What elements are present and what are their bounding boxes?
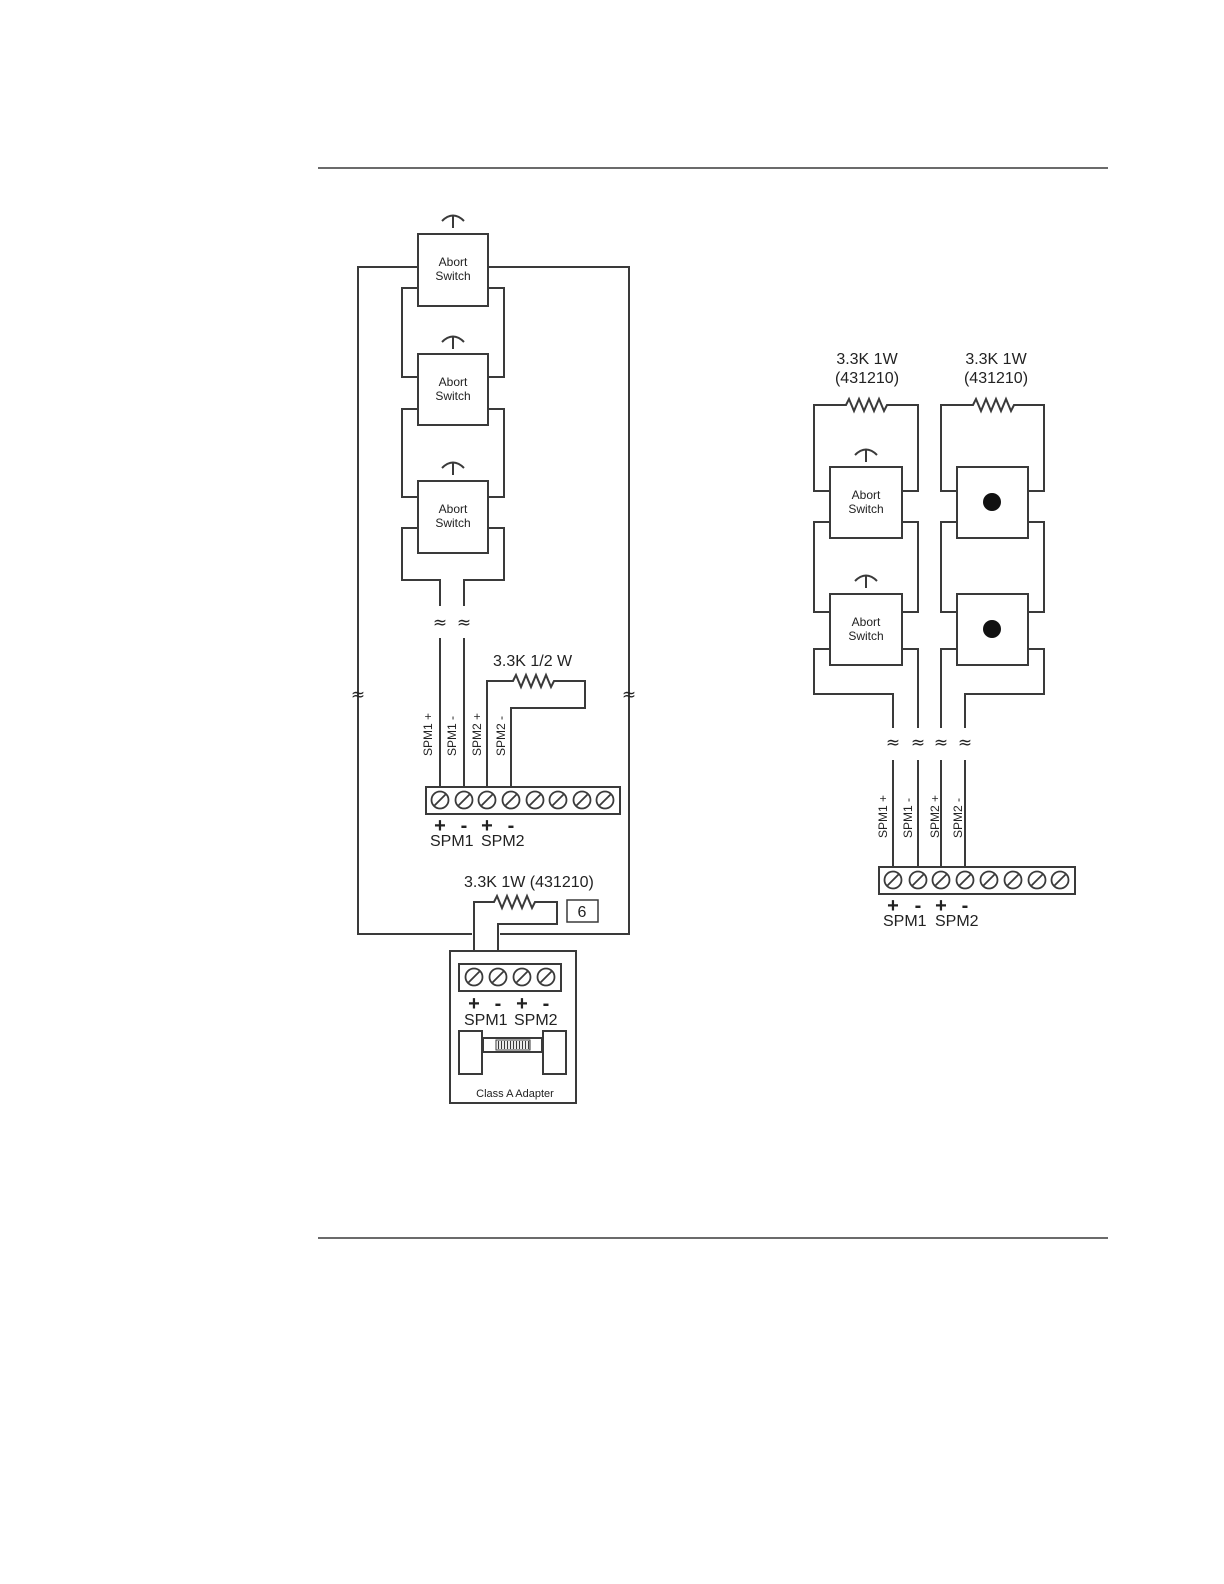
wire-label-spm1-minus: SPM1 - [901, 798, 915, 838]
abort-switch-label: Switch [848, 629, 883, 643]
wire-label-spm1-plus: SPM1 + [876, 795, 890, 838]
wire-break-icon: ≈ [958, 733, 972, 753]
class-a-abort-circuit: 3.3K 1/2 W Abort Switch Abort Switch Abo… [351, 215, 636, 1103]
wire-label-spm1-plus: SPM1 + [421, 713, 435, 756]
abort-switch-label: Abort [439, 502, 468, 516]
adapter-label-spm2: SPM2 [514, 1012, 558, 1029]
terminal-block-right [879, 867, 1075, 894]
wire-label-spm2-minus: SPM2 - [494, 716, 508, 756]
terminal-label-spm2: SPM2 [935, 913, 979, 930]
abort-switch-label: Abort [852, 488, 881, 502]
abort-switch-label: Switch [435, 389, 470, 403]
abort-switch-label: Switch [848, 502, 883, 516]
abort-switch-1: Abort Switch [418, 215, 488, 306]
dome-icon [442, 462, 464, 475]
resistor-label-2: (431210) [964, 370, 1028, 387]
resistor-label-2: 3.3K 1W [965, 351, 1027, 368]
button-dot-icon [983, 620, 1001, 638]
wire-break-icon: ≈ [622, 685, 636, 705]
class-b-abort-circuit: 3.3K 1W (431210) 3.3K 1W (431210) Abort … [814, 351, 1075, 930]
abort-switch-label: Switch [435, 269, 470, 283]
abort-switch-4: Abort Switch [830, 449, 902, 538]
wire-sw1-sw2-right [488, 288, 504, 377]
abort-switch-5: Abort Switch [830, 575, 902, 665]
dome-icon [442, 336, 464, 349]
wire-sw2-sw3-left [402, 409, 418, 497]
dome-icon [442, 215, 464, 228]
abort-switch-label: Abort [852, 615, 881, 629]
wire-sw1-sw2-left [402, 288, 418, 377]
adapter-title: Class A Adapter [476, 1088, 554, 1100]
terminal-label-spm1: SPM1 [883, 913, 927, 930]
dome-icon [855, 575, 877, 588]
note-callout: 6 [567, 900, 598, 922]
button-dot-icon [983, 493, 1001, 511]
spm2-wire-right [1028, 522, 1044, 612]
wire-sw2-sw3-right [488, 409, 504, 497]
wire-break-icon: ≈ [934, 733, 948, 753]
wire-label-spm2-minus: SPM2 - [951, 798, 965, 838]
spm2-wire-left [941, 522, 957, 612]
wire-break-icon: ≈ [457, 613, 471, 633]
spm1-wire-left [814, 522, 830, 612]
abort-switch-label: Abort [439, 375, 468, 389]
abort-switch-label: Switch [435, 516, 470, 530]
wire-label-spm2-plus: SPM2 + [928, 795, 942, 838]
resistor-label-1: 3.3K 1W [836, 351, 898, 368]
wire-label-spm1-minus: SPM1 - [445, 716, 459, 756]
abort-switch-2: Abort Switch [418, 336, 488, 425]
note-number: 6 [578, 904, 587, 921]
spm2-wire-down-left [941, 649, 957, 728]
terminal-label-spm1: SPM1 [430, 833, 474, 850]
eol-resistor-label: 3.3K 1/2 W [493, 653, 573, 670]
spm1-wire-down-right [902, 649, 918, 728]
wire-break-icon: ≈ [433, 613, 447, 633]
wire-break-icon: ≈ [351, 685, 365, 705]
resistor-label-1: (431210) [835, 370, 899, 387]
wire-label-spm2-plus: SPM2 + [470, 713, 484, 756]
pushbutton-station-2 [957, 594, 1028, 665]
terminal-label-spm2: SPM2 [481, 833, 525, 850]
wire-break-icon: ≈ [886, 733, 900, 753]
terminal-block-main [426, 787, 620, 814]
abort-switch-label: Abort [439, 255, 468, 269]
dome-icon [855, 449, 877, 462]
adapter-resistor-label: 3.3K 1W (431210) [464, 874, 594, 891]
adapter-label-spm1: SPM1 [464, 1012, 508, 1029]
pushbutton-station-1 [957, 467, 1028, 538]
wire-break-icon: ≈ [911, 733, 925, 753]
spm1-wire-right [902, 522, 918, 612]
abort-switch-3: Abort Switch [418, 462, 488, 553]
